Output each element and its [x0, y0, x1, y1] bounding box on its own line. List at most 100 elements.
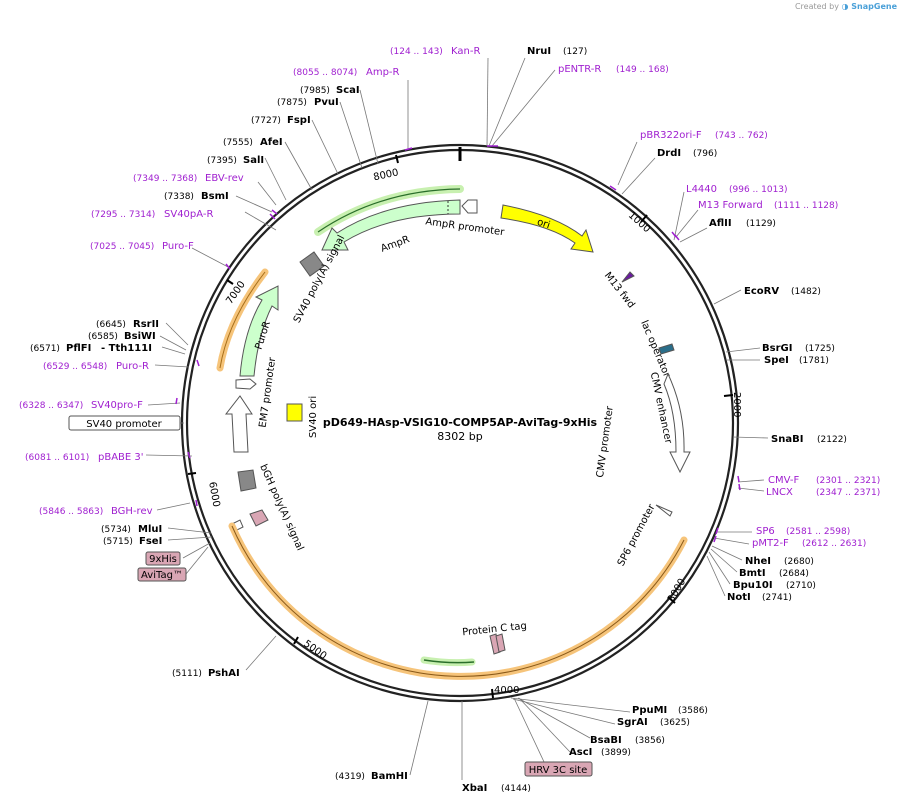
primer-pbr322ori: pBR322ori-F — [640, 130, 702, 141]
sv40-polya-box — [299, 251, 325, 277]
primer-ebv-rev: EBV-rev — [205, 173, 244, 184]
site-fsei: FseI — [139, 536, 162, 547]
boxed-labels: SV40 promoter 9xHis AviTag™ HRV 3C site — [68, 415, 593, 777]
cmv-enhancer-arrow — [663, 372, 691, 474]
site-tth111i: - Tth111I — [101, 343, 152, 354]
right-sites: NruI (127) DrdI (796) AflII (1129) EcoRV… — [462, 46, 847, 794]
leader-lines — [145, 57, 769, 780]
site-scai-pos: (7985) — [300, 86, 330, 96]
primer-puro-f-pos: (7025 .. 7045) — [90, 242, 154, 252]
main-orf-line — [231, 525, 685, 677]
site-asci-pos: (3899) — [601, 748, 631, 758]
site-rsrii-pos: (6645) — [96, 320, 126, 330]
site-afei: AfeI — [260, 137, 283, 148]
site-bpu10i-pos: (2710) — [786, 581, 816, 591]
site-sali: SalI — [243, 155, 264, 166]
primer-bgh-rev-pos: (5846 .. 5863) — [39, 507, 103, 517]
feature-sv40-polya: SV40 poly(A) signal — [292, 233, 348, 324]
feature-sp6-promoter: SP6 promoter — [616, 502, 658, 568]
site-bmti-pos: (2684) — [779, 569, 809, 579]
primer-marks — [175, 145, 741, 543]
site-bamhi: BamHI — [371, 771, 408, 782]
his-tag-shape — [249, 509, 269, 527]
label-hrv-3c-site: HRV 3C site — [529, 765, 588, 776]
tick-3000-mark — [667, 596, 676, 604]
site-bsmi-pos: (7338) — [164, 192, 194, 202]
primer-puro-r: Puro-R — [116, 361, 149, 372]
puror-arrow — [239, 285, 279, 377]
site-fsei-pos: (5715) — [103, 537, 133, 547]
sp6-promoter-arrow — [655, 504, 673, 517]
plasmid-size: 8302 bp — [437, 430, 482, 443]
site-aflii: AflII — [709, 218, 732, 229]
primer-pmt2-f-pos: (2612 .. 2631) — [802, 539, 866, 549]
site-bsrgi-pos: (1725) — [805, 344, 835, 354]
site-pshai: PshAI — [208, 668, 240, 679]
site-nhei-pos: (2680) — [784, 557, 814, 567]
site-pvui: PvuI — [314, 97, 339, 108]
sv40-ori-box — [286, 403, 303, 422]
tick-6000: 6000 — [206, 481, 221, 508]
feature-ori: ori — [536, 217, 552, 231]
credit: Created by ◑ SnapGene — [795, 2, 897, 11]
primer-puro-f: Puro-F — [162, 241, 194, 252]
sv40-promoter-arrow — [224, 395, 253, 453]
site-noti-pos: (2741) — [762, 593, 792, 603]
site-snabi-pos: (2122) — [817, 435, 847, 445]
primer-pentr-r: pENTR-R — [558, 64, 601, 75]
site-bmti: BmtI — [739, 568, 766, 579]
site-ppumi: PpuMI — [632, 705, 667, 716]
feature-ampr: AmpR — [379, 234, 411, 255]
tick-8000: 8000 — [372, 167, 399, 183]
site-drdi-pos: (796) — [693, 149, 717, 159]
site-nhei: NheI — [745, 556, 771, 567]
primer-lncx-pos: (2347 .. 2371) — [816, 488, 880, 498]
lac-operator-box — [658, 343, 675, 355]
plasmid-name: pD649-HAsp-VSIG10-COMP5AP-AviTag-9xHis — [323, 416, 598, 429]
primer-l4440: L4440 — [686, 184, 717, 195]
primers: (124 .. 143) Kan-R pENTR-R (149 .. 168) … — [19, 46, 880, 549]
site-bsrgi: BsrGI — [762, 343, 792, 354]
primer-l4440-pos: (996 .. 1013) — [729, 185, 788, 195]
primer-m13-forward-pos: (1111 .. 1128) — [774, 201, 838, 211]
site-nrui: NruI — [527, 46, 551, 57]
credit-brand: SnapGene — [851, 2, 897, 11]
tick-1000: 1000 — [626, 210, 652, 235]
tick-2000: 2000 — [731, 392, 742, 417]
site-mlui-pos: (5734) — [101, 525, 131, 535]
site-xbai-pos: (4144) — [501, 784, 531, 794]
primer-sv40pro-f-pos: (6328 .. 6347) — [19, 401, 83, 411]
tick-6000-mark — [187, 472, 197, 475]
site-rsrii: RsrII — [133, 319, 159, 330]
ampr-arrow — [321, 199, 461, 251]
primer-pbr322ori-pos: (743 .. 762) — [715, 131, 768, 141]
label-avitag: AviTag™ — [141, 570, 183, 581]
feature-cmv-promoter: CMV promoter — [595, 405, 616, 479]
left-sites: (7985) ScaI (7875) PvuI (7727) FspI (755… — [30, 85, 408, 782]
m13-fwd-arrow — [621, 271, 635, 283]
primer-cmv-f: CMV-F — [768, 475, 799, 486]
site-spei: SpeI — [764, 355, 789, 366]
tick-4000: 4000 — [494, 685, 519, 696]
tick-7000-mark — [226, 279, 234, 285]
ori-arrow — [500, 204, 594, 253]
feature-em7-promoter: EM7 promoter — [258, 356, 279, 429]
tick-5000-mark — [293, 636, 299, 645]
primer-sv40pa-r: SV40pA-R — [164, 209, 213, 220]
site-noti: NotI — [727, 592, 751, 603]
bgh-polya-box — [237, 469, 257, 492]
site-pflfi: PflFI — [66, 343, 91, 354]
label-sv40-promoter: SV40 promoter — [86, 419, 162, 430]
site-mlui: MluI — [138, 524, 162, 535]
feature-ampr-promoter: AmpR promoter — [425, 216, 506, 238]
primer-puro-r-pos: (6529 .. 6548) — [43, 362, 107, 372]
site-spei-pos: (1781) — [799, 356, 829, 366]
ampr-orf-line — [317, 188, 461, 233]
em7-promoter-arrow — [235, 378, 257, 390]
his-tag-box — [145, 551, 181, 566]
primer-kanr-pos: (124 .. 143) — [390, 47, 443, 57]
site-pflfi-pos: (6571) — [30, 344, 60, 354]
site-pshai-pos: (5111) — [172, 669, 202, 679]
tick-5000: 5000 — [301, 638, 328, 662]
